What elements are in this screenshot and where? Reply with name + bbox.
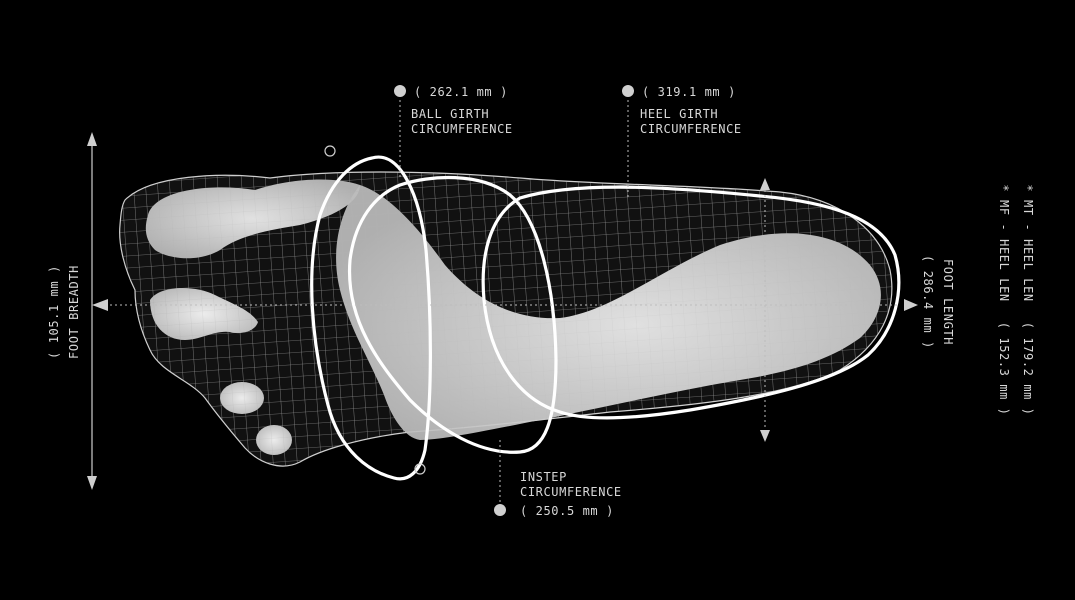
dotted-guides <box>100 100 900 505</box>
ball-girth-label-line2: CIRCUMFERENCE <box>411 122 513 136</box>
foot-breadth-callout: ( 105.1 mm ) FOOT BREADTH <box>47 265 81 359</box>
ball-girth-anchor-ring <box>324 145 336 157</box>
heel-girth-value: ( 319.1 mm ) <box>642 85 736 99</box>
foot-length-value: ( 286.4 mm ) <box>921 255 935 349</box>
mf-heel-len-label: * MF - HEEL LEN <box>997 184 1011 301</box>
foot-breadth-value: ( 105.1 mm ) <box>47 265 61 359</box>
heel-len-callout: * MT - HEEL LEN ( 179.2 mm ) * MF - HEEL … <box>997 184 1035 415</box>
mt-heel-len-value: ( 179.2 mm ) <box>1021 322 1035 416</box>
instep-loop <box>347 175 558 454</box>
mf-heel-len: * MF - HEEL LEN ( 152.3 mm ) <box>997 184 1011 415</box>
instep-anchor-ring <box>414 463 426 475</box>
markers <box>324 85 634 516</box>
foot-length-callout: FOOT LENGTH ( 286.4 mm ) <box>921 255 955 349</box>
foot-length-label: FOOT LENGTH <box>941 259 955 345</box>
heel-girth-label-line1: HEEL GIRTH <box>640 107 718 121</box>
mt-heel-arrow <box>760 178 770 442</box>
mf-heel-len-value: ( 152.3 mm ) <box>997 322 1011 416</box>
instep-label-line2: CIRCUMFERENCE <box>520 485 622 499</box>
mt-heel-len: * MT - HEEL LEN ( 179.2 mm ) <box>1021 184 1035 415</box>
instep-marker <box>494 504 506 516</box>
heel-girth-marker <box>622 85 634 97</box>
heel-girth-callout: ( 319.1 mm ) HEEL GIRTH CIRCUMFERENCE <box>640 85 742 136</box>
ball-girth-label-line1: BALL GIRTH <box>411 107 489 121</box>
ball-girth-loop <box>310 155 432 481</box>
ball-girth-callout: ( 262.1 mm ) BALL GIRTH CIRCUMFERENCE <box>411 85 513 136</box>
foot-length-arrow <box>92 299 918 311</box>
instep-callout: INSTEP CIRCUMFERENCE ( 250.5 mm ) <box>520 470 622 518</box>
mt-heel-len-label: * MT - HEEL LEN <box>1021 184 1035 301</box>
girth-loops <box>310 155 901 481</box>
instep-value: ( 250.5 mm ) <box>520 504 614 518</box>
instep-label-line1: INSTEP <box>520 470 567 484</box>
ball-girth-value: ( 262.1 mm ) <box>414 85 508 99</box>
foot-breadth-label: FOOT BREADTH <box>67 265 81 359</box>
heel-girth-loop <box>481 185 901 420</box>
heel-girth-label-line2: CIRCUMFERENCE <box>640 122 742 136</box>
ball-girth-marker <box>394 85 406 97</box>
foot-breadth-arrow <box>87 132 97 490</box>
